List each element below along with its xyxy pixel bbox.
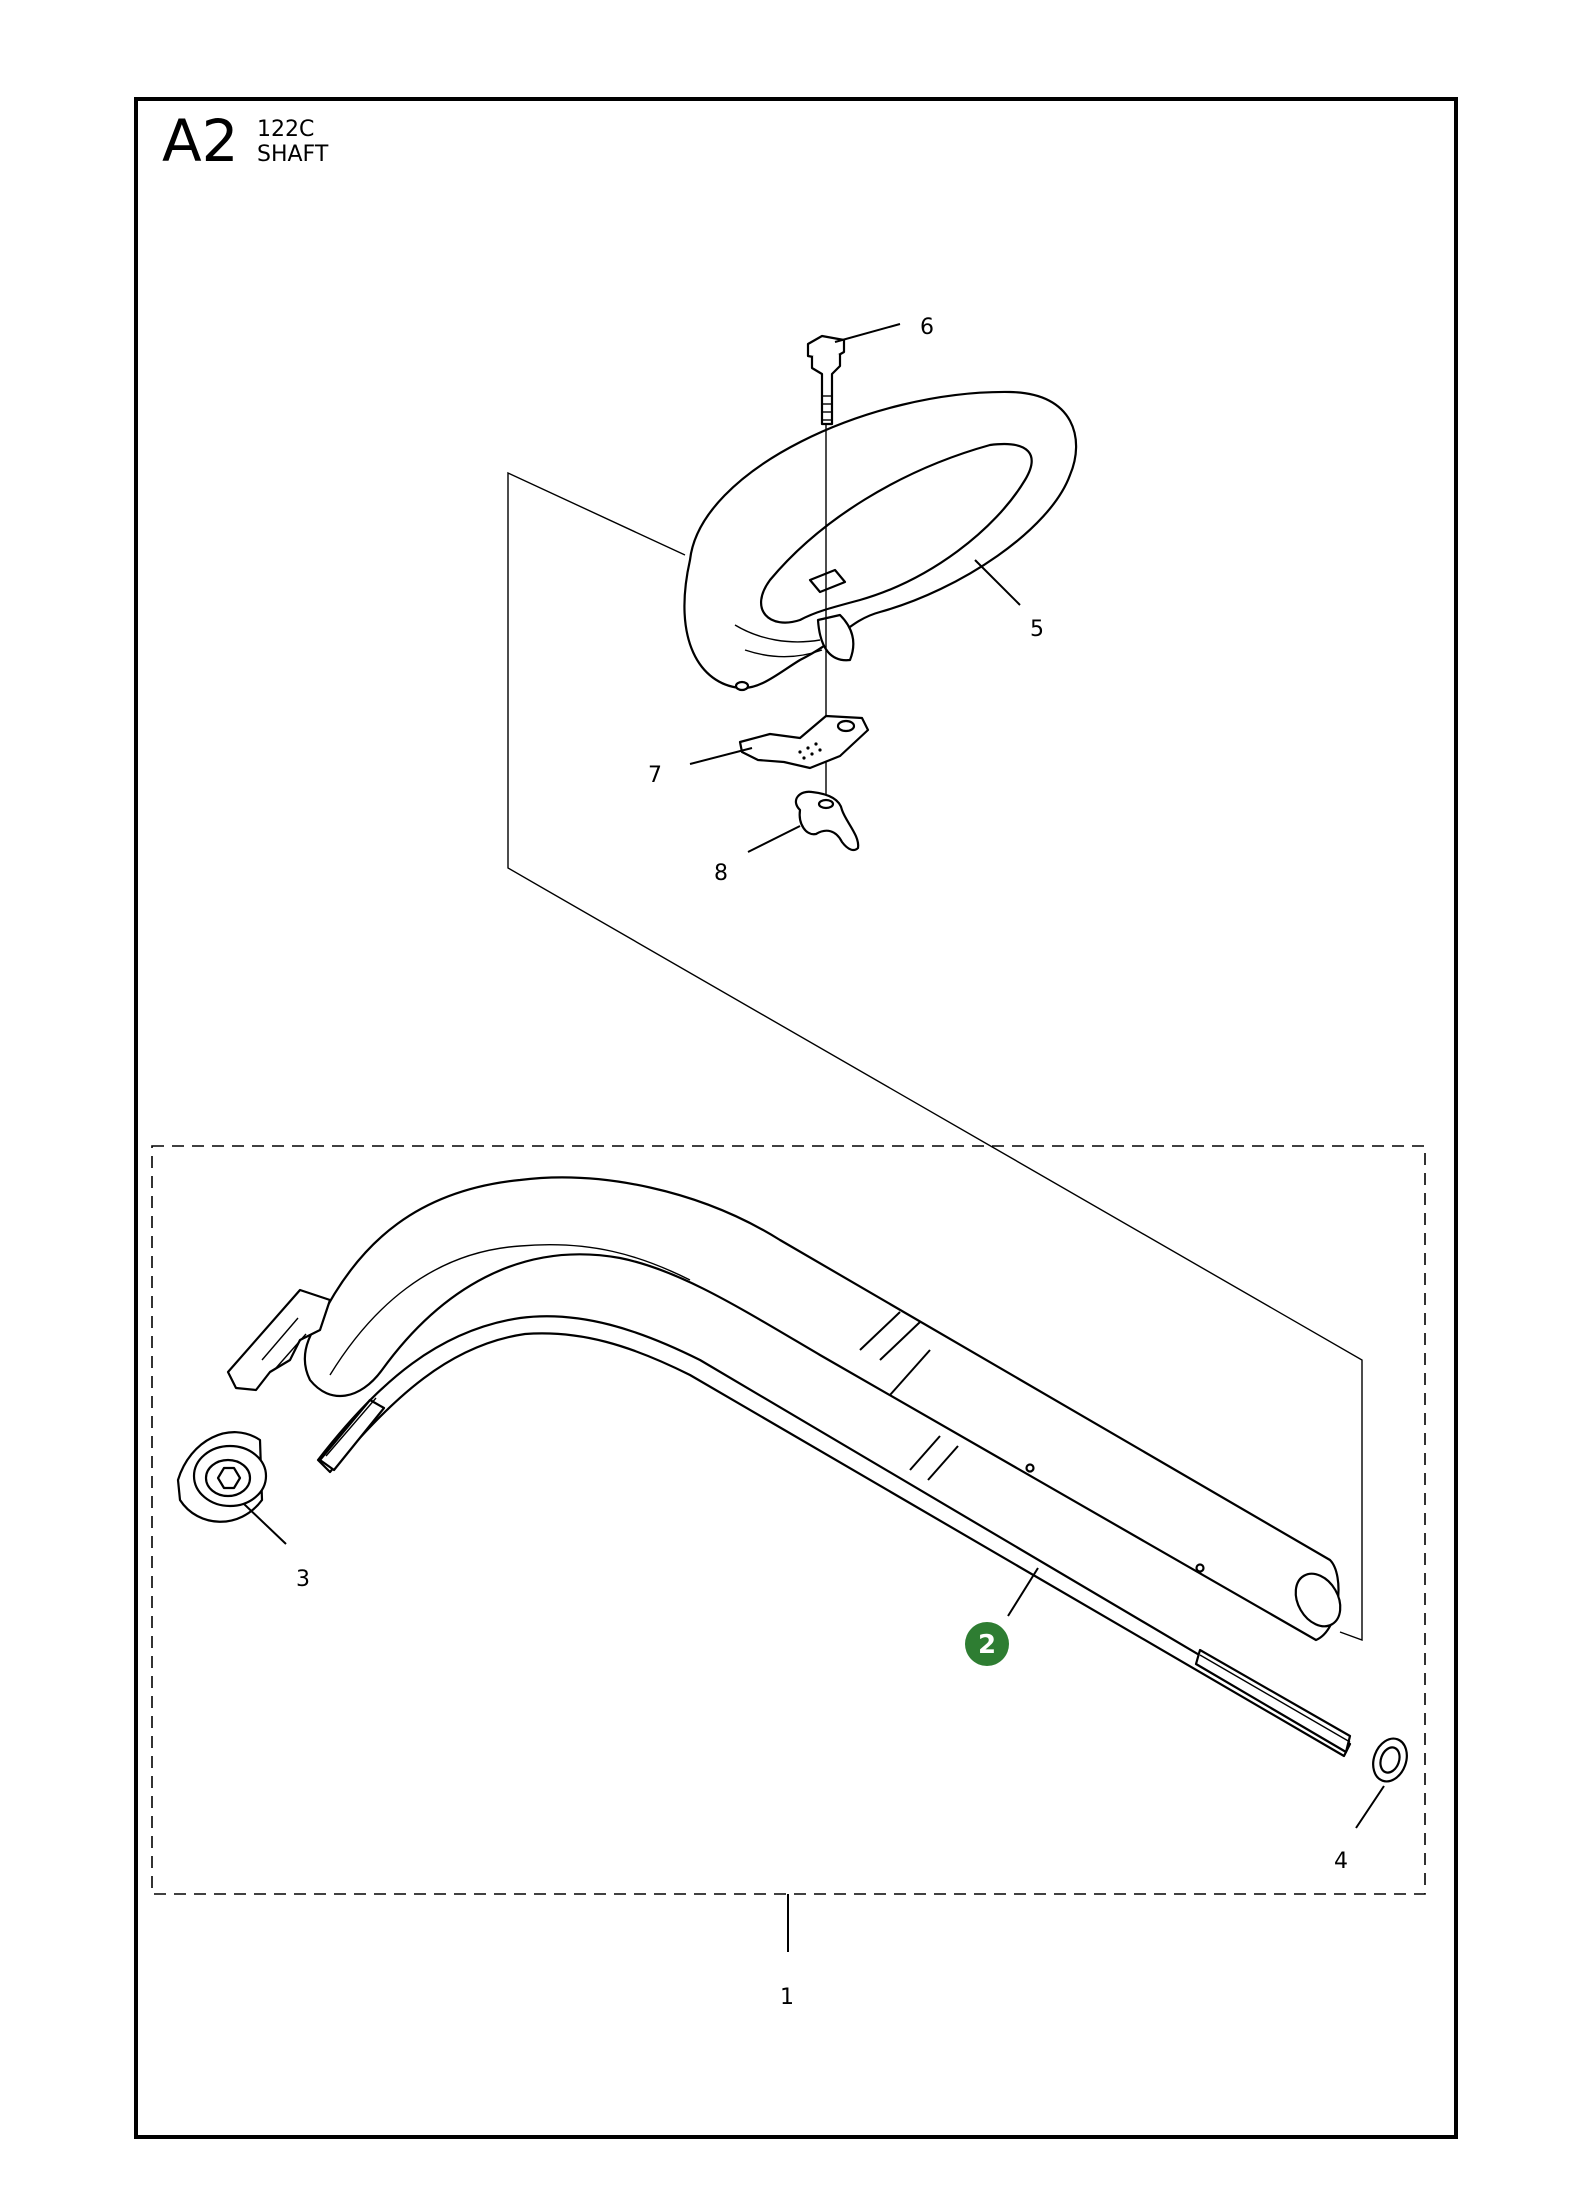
assembly-plane — [507, 471, 1363, 1641]
callout-8: 8 — [714, 861, 728, 886]
leader-2 — [1007, 1567, 1039, 1617]
leader-6 — [834, 323, 901, 343]
page-frame — [134, 97, 1458, 2139]
callout-2: 2 — [978, 1630, 996, 1660]
sheet-code: A2 — [162, 107, 239, 175]
kit-boundary — [151, 1145, 1426, 1895]
washer — [1372, 1737, 1408, 1783]
callout-2-badge[interactable]: 2 — [965, 1622, 1009, 1666]
shaft-clamp — [226, 1288, 332, 1392]
drive-shaft — [316, 1315, 1352, 1758]
callout-7: 7 — [648, 763, 662, 788]
callout-1: 1 — [780, 1985, 794, 2010]
wing-knob — [794, 790, 860, 852]
leader-4 — [1355, 1785, 1385, 1829]
shaft-tube — [303, 1176, 1342, 1642]
leader-3 — [243, 1503, 287, 1545]
clamp-plate — [738, 714, 870, 770]
carriage-bolt — [806, 334, 846, 426]
callout-3: 3 — [296, 1567, 310, 1592]
leader-5 — [974, 559, 1021, 606]
callout-4: 4 — [1334, 1849, 1348, 1874]
section-title: SHAFT — [257, 142, 329, 167]
coupling — [176, 1431, 268, 1523]
leader-7 — [689, 747, 753, 765]
callout-6: 6 — [920, 315, 934, 340]
handle-loop — [683, 390, 1078, 692]
leader-8 — [747, 825, 801, 853]
model-name: 122C — [257, 117, 315, 142]
callout-5: 5 — [1030, 617, 1044, 642]
